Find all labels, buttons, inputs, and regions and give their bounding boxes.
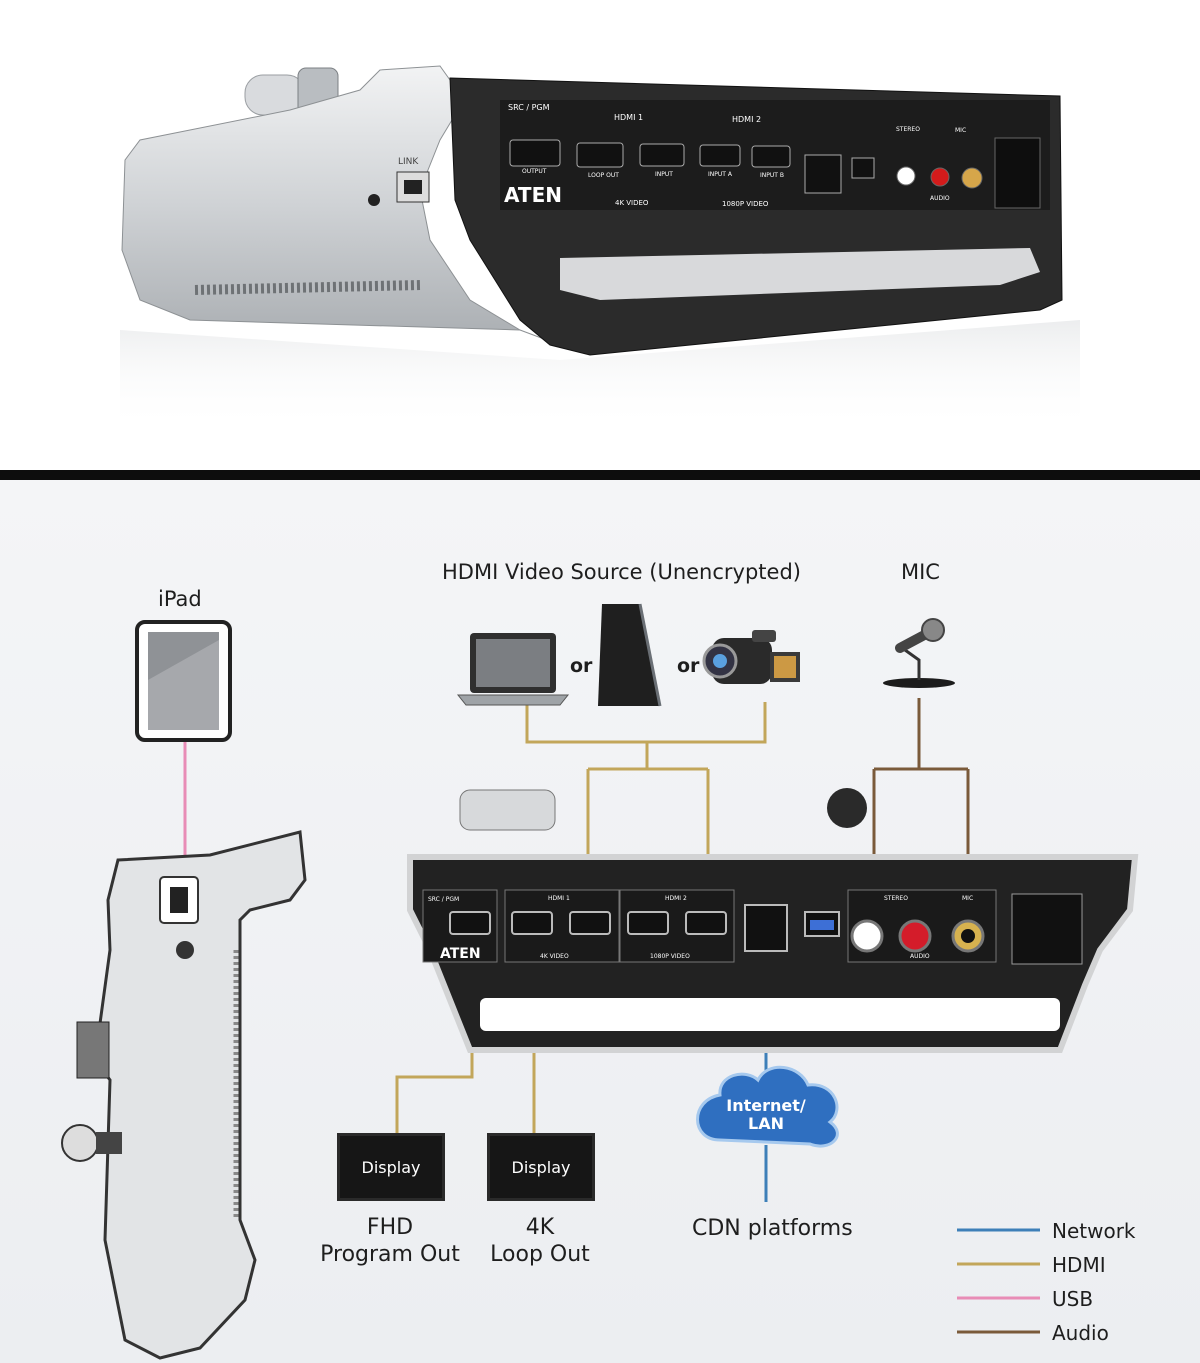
output-port-label: OUTPUT bbox=[522, 168, 547, 175]
or-label-1: or bbox=[570, 655, 592, 677]
stereo-label: STEREO bbox=[896, 126, 920, 133]
device-rear-view: LINK SRC / PGM HDMI 1 HDMI 2 OUTPUT LOOP… bbox=[0, 0, 1200, 470]
input-a-port-label: INPUT A bbox=[708, 171, 733, 178]
mic-port-label: MIC bbox=[955, 127, 966, 134]
hdmi-output-port bbox=[510, 140, 560, 166]
legend-audio-label: Audio bbox=[1052, 1321, 1109, 1345]
4k-caption-line2: Loop Out bbox=[480, 1241, 600, 1268]
microphone-icon bbox=[883, 619, 955, 688]
panel-hdmi2-label: HDMI 2 bbox=[665, 895, 687, 902]
mic-label: MIC bbox=[901, 560, 940, 584]
internet-label-line1: Internet/ bbox=[726, 1097, 806, 1115]
panel-src-pgm-label: SRC / PGM bbox=[428, 896, 459, 903]
panel-1080p-video-label: 1080P VIDEO bbox=[650, 953, 690, 960]
device-panel-diagram: SRC / PGM HDMI 1 HDMI 2 STEREO MIC AUDIO… bbox=[410, 788, 1135, 1050]
or-label-2: or bbox=[677, 655, 699, 677]
display-fhd: Display bbox=[337, 1133, 445, 1201]
section-divider bbox=[0, 470, 1200, 480]
cdn-platforms-label: CDN platforms bbox=[692, 1216, 853, 1241]
camcorder-icon bbox=[704, 630, 800, 684]
product-photo: LINK SRC / PGM HDMI 1 HDMI 2 OUTPUT LOOP… bbox=[0, 0, 1200, 470]
display-4k: Display bbox=[487, 1133, 595, 1201]
panel-4k-video-label: 4K VIDEO bbox=[540, 953, 569, 960]
headphone-jack bbox=[368, 194, 380, 206]
panel-mic-label: MIC bbox=[962, 895, 973, 902]
display-4k-label: Display bbox=[490, 1158, 592, 1177]
4k-caption-line1: 4K bbox=[480, 1214, 600, 1241]
power-inlet bbox=[995, 138, 1040, 208]
fhd-program-out-caption: FHD Program Out bbox=[312, 1214, 468, 1268]
legend-network-label: Network bbox=[1052, 1219, 1136, 1243]
panel-hdmi1-label: HDMI 1 bbox=[548, 895, 570, 902]
display-fhd-label: Display bbox=[340, 1158, 442, 1177]
hdmi-input-b-port bbox=[752, 146, 790, 167]
1080p-video-label: 1080P VIDEO bbox=[722, 200, 769, 208]
fhd-caption-line1: FHD bbox=[312, 1214, 468, 1241]
usb3-port bbox=[852, 158, 874, 178]
ipad-icon bbox=[137, 622, 230, 740]
ethernet-port bbox=[805, 155, 841, 193]
input-b-port-label: INPUT B bbox=[760, 172, 784, 179]
ipad-label: iPad bbox=[158, 587, 202, 611]
fhd-caption-line2: Program Out bbox=[312, 1241, 468, 1268]
src-pgm-label: SRC / PGM bbox=[508, 103, 550, 112]
panel-audio-label: AUDIO bbox=[910, 953, 930, 960]
panel-stereo-label: STEREO bbox=[884, 895, 908, 902]
internet-lan-label: Internet/ LAN bbox=[726, 1097, 806, 1133]
aten-logo: ATEN bbox=[504, 183, 562, 207]
link-label: LINK bbox=[398, 157, 419, 167]
4k-loop-out-caption: 4K Loop Out bbox=[480, 1214, 600, 1268]
legend-hdmi-label: HDMI bbox=[1052, 1253, 1106, 1277]
4k-video-label: 4K VIDEO bbox=[615, 199, 649, 207]
hdmi1-label: HDMI 1 bbox=[614, 113, 643, 122]
legend-usb-label: USB bbox=[1052, 1287, 1093, 1311]
device-side-view bbox=[62, 832, 305, 1358]
legend-lines bbox=[957, 1230, 1040, 1332]
hdmi-input-a-port bbox=[700, 145, 740, 166]
laptop-icon bbox=[458, 633, 568, 705]
loop-out-port-label: LOOP OUT bbox=[588, 172, 619, 179]
hdmi-source-label: HDMI Video Source (Unencrypted) bbox=[442, 560, 801, 584]
game-console-icon bbox=[598, 604, 660, 706]
hdmi-input-port bbox=[640, 144, 684, 166]
diagram-canvas: SRC / PGM HDMI 1 HDMI 2 STEREO MIC AUDIO… bbox=[0, 480, 1200, 1363]
internet-label-line2: LAN bbox=[726, 1115, 806, 1133]
hdmi-loop-out-port bbox=[577, 143, 623, 167]
connection-diagram: SRC / PGM HDMI 1 HDMI 2 STEREO MIC AUDIO… bbox=[0, 480, 1200, 1363]
audio-label: AUDIO bbox=[930, 195, 950, 202]
input-port-label: INPUT bbox=[655, 171, 673, 178]
panel-aten-logo: ATEN bbox=[440, 946, 481, 962]
hdmi2-label: HDMI 2 bbox=[732, 115, 761, 124]
